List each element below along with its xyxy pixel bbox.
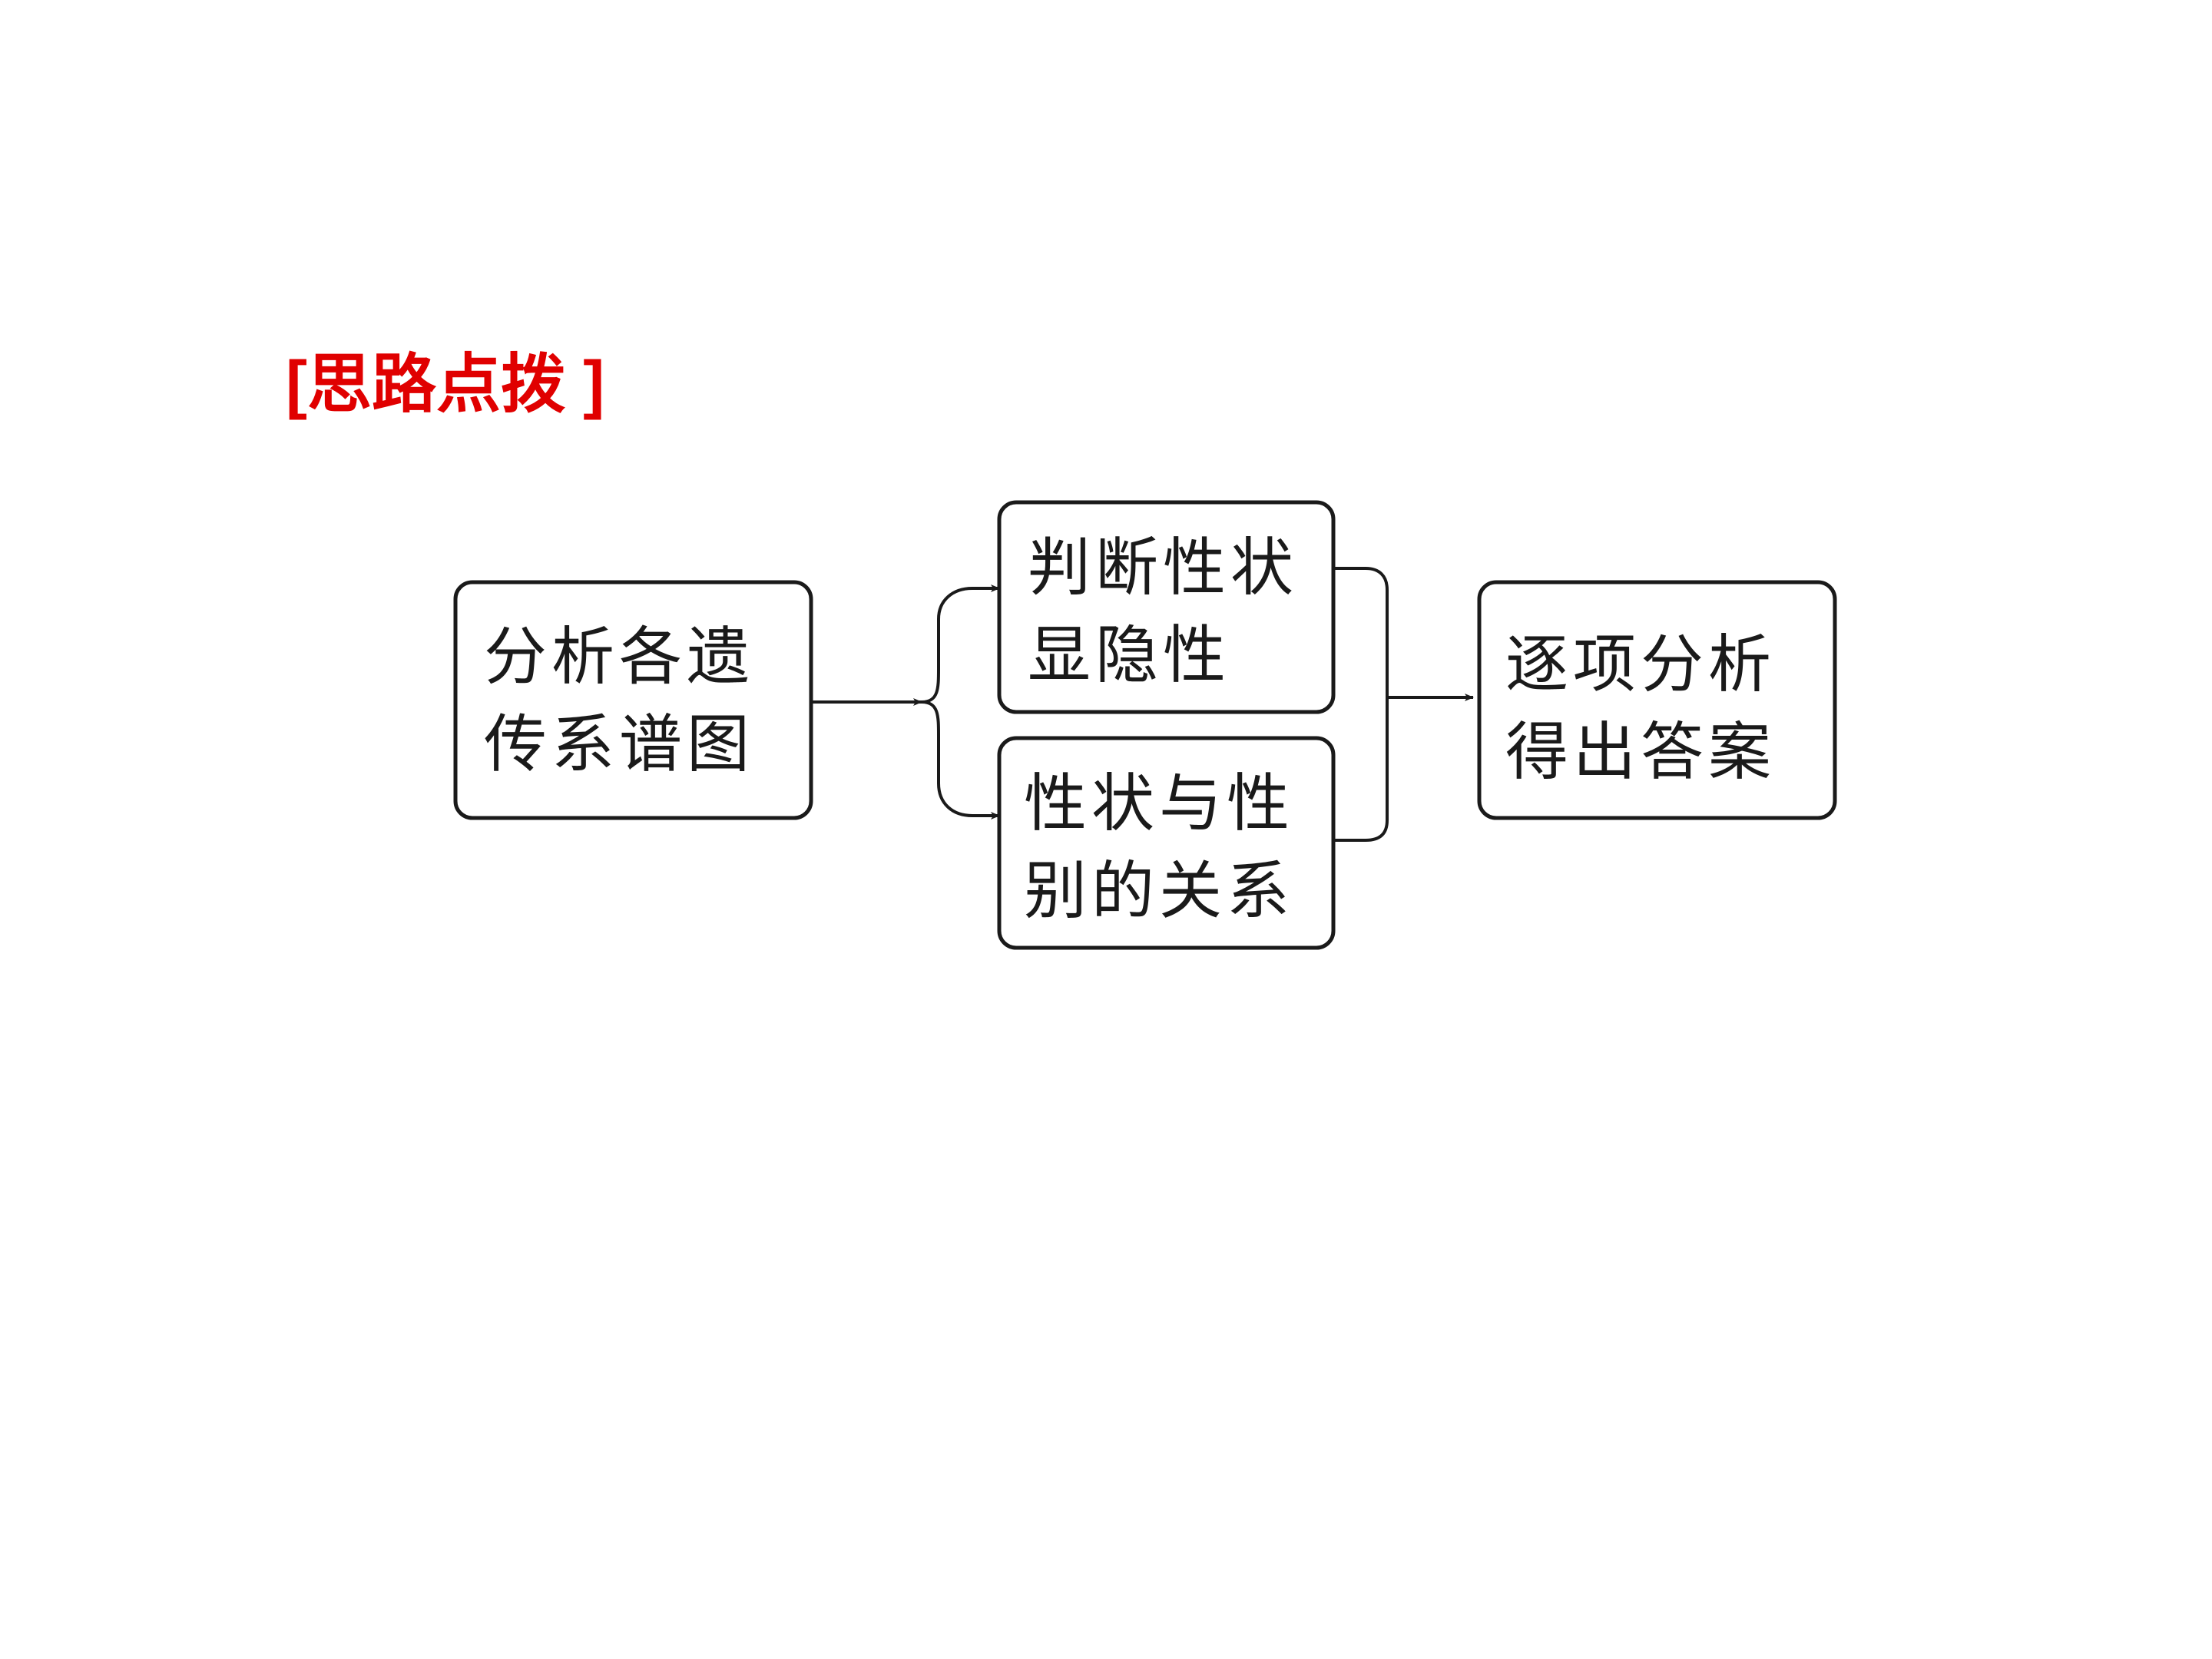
node-answer-line-2: 得出答案 <box>1505 716 1776 789</box>
slide-title: [思路点拨 ] <box>286 348 605 420</box>
node-dominance-line-1: 判断性状 <box>1028 531 1298 604</box>
connector-merge-bracket <box>1333 567 1389 842</box>
node-dominance-line-2: 显隐性 <box>1028 619 1230 692</box>
node-box-dominance <box>997 500 1336 714</box>
node-answer-line-1: 逐项分析 <box>1505 628 1776 701</box>
node-box-sex-linkage <box>997 736 1336 950</box>
node-box-answer <box>1477 580 1837 820</box>
node-analyze-line-1: 分析各遗 <box>484 621 754 694</box>
node-sex-linkage-line-1: 性状与性 <box>1024 767 1294 840</box>
node-box-analyze <box>453 580 813 820</box>
node-analyze-line-2: 传系谱图 <box>484 708 754 781</box>
connector-split-brace <box>921 587 973 817</box>
node-sex-linkage-line-2: 别的关系 <box>1024 855 1294 928</box>
